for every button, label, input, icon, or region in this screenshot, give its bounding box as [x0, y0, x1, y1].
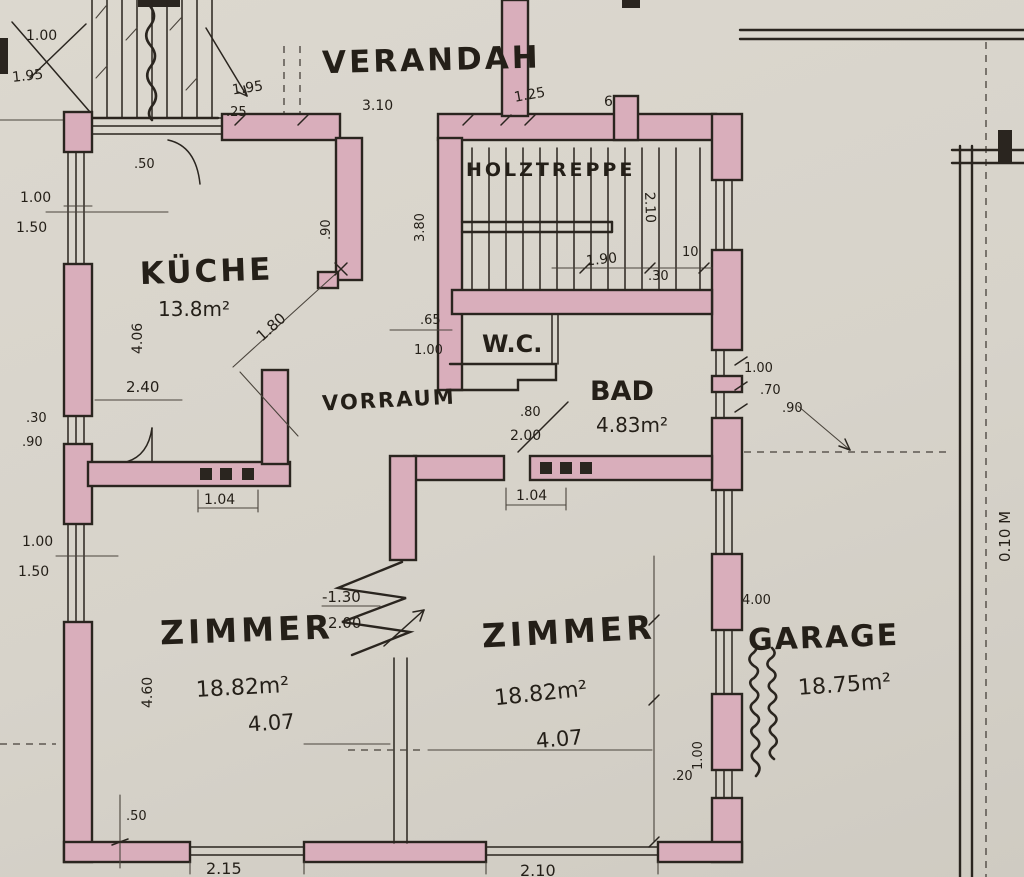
dim-bath-door-a: .80: [520, 405, 541, 420]
dim-bath-right-c: .90: [782, 401, 803, 416]
window-left-3: [67, 523, 85, 623]
dim-left-win3-a: 1.00: [22, 534, 53, 550]
dim-top-left-b: 1.95: [11, 67, 44, 86]
dim-stairs-c: 10: [682, 245, 699, 260]
kitchen-door-swing: [125, 427, 153, 463]
room-label-zimmer-right: ZIMMER: [481, 607, 657, 655]
dim-steps-depth: .50: [134, 157, 155, 172]
garage-wall-note: [748, 640, 779, 778]
dim-partition-b: 2.00: [328, 614, 361, 632]
room-label-wc: W.C.: [482, 330, 542, 358]
window-right-1: [715, 179, 733, 251]
dim-zimmer-left-width: 4.07: [247, 709, 295, 736]
area-garage: 18.75m²: [797, 669, 892, 700]
kitchen-upper-wall: [334, 136, 364, 282]
room-label-kitchen: KÜCHE: [139, 250, 274, 292]
area-zimmer-right: 18.82m²: [493, 677, 588, 712]
dim-room-right-b: .20: [672, 769, 693, 784]
area-zimmer-left: 18.82m²: [195, 673, 289, 703]
dim-veranda-width: 3.10: [362, 98, 393, 114]
kitchen-diagonal-dim: [232, 268, 342, 368]
dimension-lines: [45, 114, 851, 875]
dim-bath-door-b: 2.00: [510, 428, 541, 444]
window-right-3: [715, 489, 733, 555]
wc-walls: [448, 313, 559, 392]
dim-bottom-window-2: 2.10: [520, 861, 556, 877]
dim-left-win2-b: .90: [22, 435, 43, 450]
room-label-stairs: HOLZTREPPE: [466, 159, 635, 181]
dim-stairs-b: .30: [648, 269, 669, 284]
dim-wc-a: .65: [420, 313, 441, 328]
dim-left-win3-b: 1.50: [18, 564, 49, 580]
dim-left-win1-b: 1.50: [16, 220, 47, 236]
windows: [63, 117, 733, 863]
wall-break-zigzag: [333, 560, 415, 657]
veranda-outer-wall: [500, 0, 530, 118]
dim-steps-riser: .25: [226, 105, 247, 120]
descent-arrow: [205, 27, 248, 97]
dim-bottom-a: .50: [126, 809, 147, 824]
exterior-walls: [62, 0, 744, 864]
window-left-2: [67, 415, 85, 445]
dim-hall-door-left: 1.04: [204, 492, 235, 508]
veranda-door-swing: [167, 139, 201, 185]
room-label-garage: GARAGE: [747, 618, 899, 658]
window-right-5: [715, 769, 733, 799]
pencil-shading: [144, 4, 158, 122]
dim-left-win1-a: 1.00: [20, 190, 51, 206]
window-right-4: [715, 629, 733, 695]
dim-top-left-a: 1.00: [26, 28, 57, 44]
dim-garage-left: 4.00: [742, 593, 771, 608]
dim-bottom-window-1: 2.15: [206, 859, 242, 877]
dim-kitchen-w: 2.40: [126, 378, 159, 396]
window-left-1: [63, 151, 93, 265]
room-label-hall: VORRAUM: [321, 385, 456, 416]
dim-bath-right-b: .70: [760, 383, 781, 398]
room-label-zimmer-left: ZIMMER: [159, 607, 334, 652]
dim-veranda-wall: 1.25: [513, 85, 546, 106]
room-label-verandah: VERANDAH: [322, 40, 542, 82]
dim-left-win2-a: .30: [26, 411, 47, 426]
bath-door-leaf: [517, 401, 569, 453]
labels: VERANDAH HOLZTREPPE KÜCHE 13.8m² W.C. VO…: [139, 40, 900, 754]
room-label-bath: BAD: [590, 376, 654, 407]
dim-bath-right-a: 1.00: [744, 361, 773, 376]
dim-room-right-a: 1.00: [691, 741, 706, 770]
window-bottom-1: [189, 841, 305, 863]
dim-zimmer-right-width: 4.07: [535, 725, 584, 753]
dim-wc-b: 1.00: [414, 343, 443, 358]
window-bottom-2: [485, 841, 659, 863]
corner-mark: [998, 130, 1012, 164]
dim-jog-a: .90: [319, 219, 334, 240]
window-right-2: [715, 349, 725, 419]
dim-kitchen-vert: 4.06: [130, 323, 146, 354]
stairs-left-wall: [436, 136, 464, 392]
pier: [612, 94, 640, 142]
area-bath: 4.83m²: [596, 413, 668, 437]
dim-kitchen-diag: 1.80: [253, 309, 290, 345]
dim-stairs-length: 2.10: [641, 192, 658, 224]
partition-stub: [388, 454, 418, 562]
veranda-steps: [84, 0, 248, 122]
dim-hall-door-right: 1.04: [516, 488, 547, 504]
dim-stairs-a: 1.90: [585, 250, 618, 269]
dim-pier-mark: 6: [604, 94, 613, 110]
dim-partition-a: -1.30: [322, 588, 361, 606]
dim-steps-width: 1.95: [231, 78, 264, 98]
dim-jog-b: 3.80: [413, 213, 428, 242]
dim-room-left-height: 4.60: [140, 677, 156, 708]
stairs-treads: [460, 147, 701, 291]
area-kitchen: 13.8m²: [158, 297, 230, 321]
kitchen-corner-wall: [260, 368, 290, 466]
dim-right-margin: 0.10 M: [996, 511, 1014, 562]
